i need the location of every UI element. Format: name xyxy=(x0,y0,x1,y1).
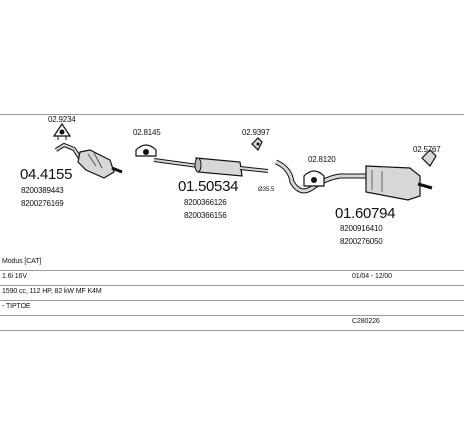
middle-silencer-icon xyxy=(153,157,269,177)
front-clamp-number: 02.8145 xyxy=(133,128,161,137)
vehicle-engine: 1.6i 16V xyxy=(2,273,27,280)
pipe-diameter: Ø35.5 xyxy=(258,187,275,193)
exhaust-diagram: 02.9234 04.4155 8200389443 8200276169 02… xyxy=(0,114,464,246)
vehicle-spec: 1590 cc, 112 HP, 82 kW MF K4M xyxy=(2,288,102,295)
rear-silencer-number: 01.60794 xyxy=(335,205,396,222)
hanger-icon xyxy=(251,137,263,152)
rear-clamp-icon xyxy=(303,170,325,187)
catalytic-converter-icon xyxy=(54,142,123,179)
table-row: 1590 cc, 112 HP, 82 kW MF K4M xyxy=(0,285,464,301)
middle-silencer-ref-1: 8200366126 xyxy=(184,198,227,207)
vehicle-code: C280226 xyxy=(352,318,380,325)
clamp-icon xyxy=(52,122,72,140)
rear-silencer-ref-1: 8200916410 xyxy=(340,224,383,233)
table-row: Modus [CAT] xyxy=(0,255,464,271)
rear-clamp-number: 02.8120 xyxy=(308,155,336,164)
middle-silencer-ref-2: 8200366156 xyxy=(184,211,227,220)
cat-converter-ref-1: 8200389443 xyxy=(21,186,64,195)
tail-hanger-number: 02.5767 xyxy=(413,145,441,154)
table-row: - TIPTOE xyxy=(0,300,464,316)
rear-pipe-icon xyxy=(274,159,366,194)
clamp-number: 02.9234 xyxy=(48,115,76,124)
vehicle-model: Modus [CAT] xyxy=(2,258,42,265)
rear-silencer-icon xyxy=(365,165,433,201)
cat-converter-number: 04.4155 xyxy=(20,166,73,183)
hanger-number: 02.9397 xyxy=(242,128,270,137)
table-row: 1.6i 16V 01/04 - 12/00 xyxy=(0,270,464,286)
exhaust-drawing xyxy=(52,122,437,201)
vehicle-dates: 01/04 - 12/00 xyxy=(352,273,392,280)
front-clamp-icon xyxy=(135,144,157,157)
rear-silencer-ref-2: 8200276050 xyxy=(340,237,383,246)
table-row: C280226 xyxy=(0,315,464,331)
cat-converter-ref-2: 8200276169 xyxy=(21,199,64,208)
vehicle-fuel: - TIPTOE xyxy=(2,303,31,310)
tail-hanger-icon xyxy=(421,149,437,167)
middle-silencer-number: 01.50534 xyxy=(178,178,239,195)
diagram-divider xyxy=(0,114,464,115)
